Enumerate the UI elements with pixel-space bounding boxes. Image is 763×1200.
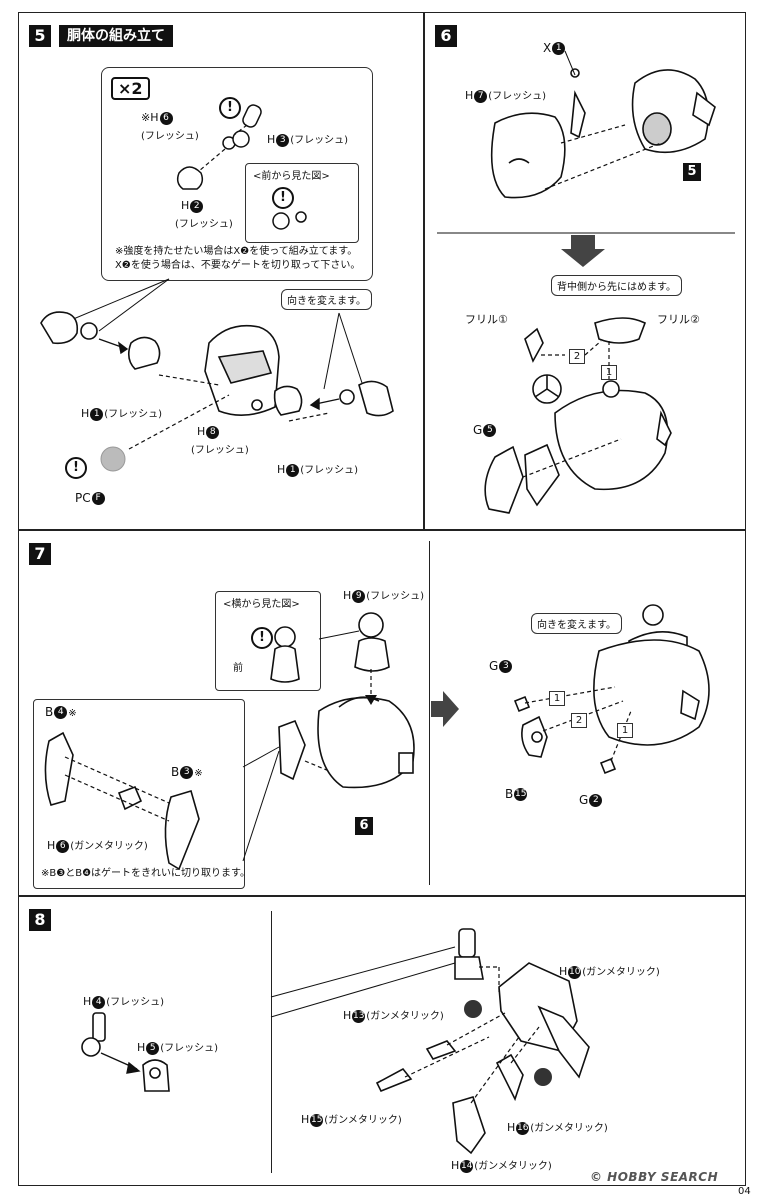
divider bbox=[429, 541, 430, 885]
order-square-1: 1 bbox=[549, 691, 565, 706]
warning-icon: ! bbox=[272, 187, 294, 209]
down-arrow-icon bbox=[561, 235, 605, 267]
note-reinforce: ※強度を持たせたい場合はX❷を使って組み立てます。X❷を使う場合は、不要なゲート… bbox=[115, 246, 361, 271]
side-view-label: <横から見た図> bbox=[223, 599, 300, 610]
step-8-number: 8 bbox=[29, 909, 51, 931]
torso-part bbox=[40, 311, 394, 417]
joint-part bbox=[176, 104, 307, 230]
turn-bubble: 向きを変えます。 bbox=[531, 613, 622, 634]
step6-bottom-parts bbox=[484, 317, 672, 514]
pc-ball bbox=[100, 446, 126, 472]
b3-b4-detail-box bbox=[33, 699, 245, 889]
label-frill1: フリル① bbox=[465, 313, 508, 326]
step-5-number: 5 bbox=[29, 25, 51, 47]
divider bbox=[271, 911, 272, 1173]
label-h6-sub: (フレッシュ) bbox=[141, 131, 199, 142]
warning-icon: ! bbox=[219, 97, 241, 119]
order-square-1: 1 bbox=[617, 723, 633, 738]
turn-bubble: 向きを変えます。 bbox=[281, 289, 372, 310]
back-first-bubble: 背中側から先にはめます。 bbox=[551, 275, 682, 296]
front-label: 前 bbox=[233, 663, 243, 674]
front-view-label: <前から見た図> bbox=[253, 171, 330, 182]
order-square-2: 2 bbox=[571, 713, 587, 728]
right-arrow-icon bbox=[431, 691, 459, 727]
step5-main-parts bbox=[40, 278, 394, 472]
note-gate-cut: ※B❸とB❹はゲートをきれいに切り取ります。 bbox=[41, 868, 251, 879]
page-number: 04 bbox=[738, 1186, 751, 1197]
hobby-search-logo: © HOBBY SEARCH bbox=[590, 1170, 719, 1184]
step5-detail-parts bbox=[176, 104, 307, 230]
warning-icon: ! bbox=[251, 627, 273, 649]
step-5-ref-badge: 5 bbox=[683, 163, 701, 181]
front-view-box bbox=[245, 163, 359, 243]
step-7-number: 7 bbox=[29, 543, 51, 565]
step-6-ref-badge: 6 bbox=[355, 817, 373, 835]
step-6-number: 6 bbox=[435, 25, 457, 47]
x2-badge: ×2 bbox=[111, 77, 150, 100]
label-h8-sub: (フレッシュ) bbox=[191, 445, 249, 456]
rotate-icon bbox=[534, 1068, 552, 1086]
order-square-2: 2 bbox=[569, 349, 585, 364]
warning-icon: ! bbox=[65, 457, 87, 479]
step6-top-parts bbox=[437, 50, 735, 267]
rotate-icon bbox=[464, 1000, 482, 1018]
step7-parts bbox=[44, 604, 710, 871]
label-h2-sub: (フレッシュ) bbox=[175, 219, 233, 230]
label-frill2: フリル② bbox=[657, 313, 700, 326]
step-5-title: 胴体の組み立て bbox=[59, 25, 173, 47]
step8-parts bbox=[81, 928, 590, 1155]
